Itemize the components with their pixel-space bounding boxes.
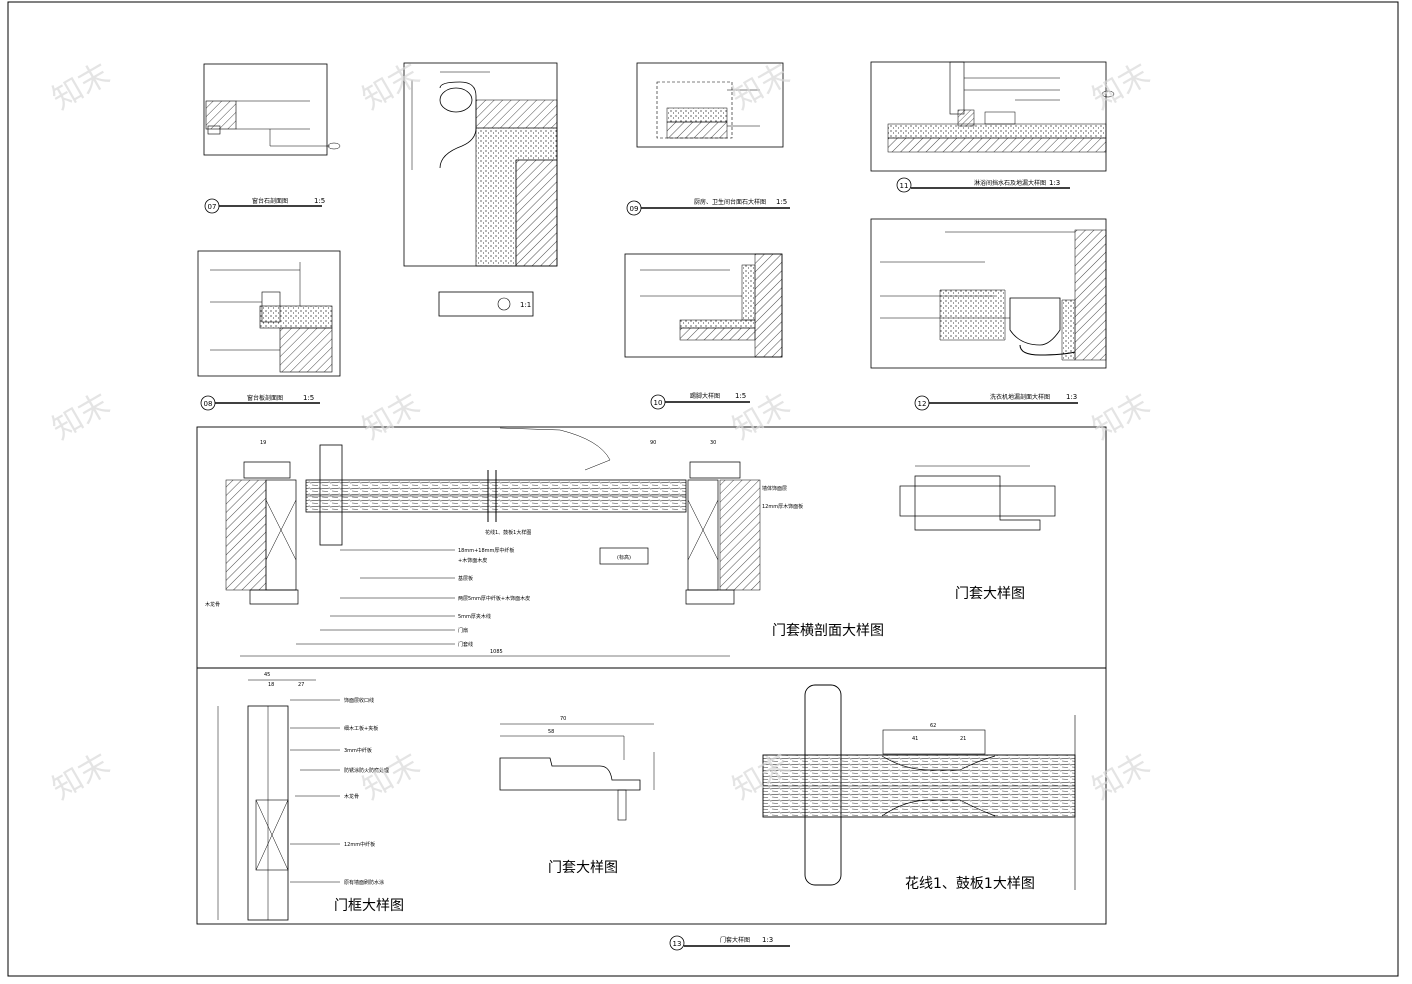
detail-number: 09 — [630, 205, 639, 213]
door-frame-detail: 45 18 27 饰面层收口线 细木工板+夹板 3mm中纤板 防锈涂防火防腐处理… — [217, 672, 404, 921]
note-double-mdf: 两层5mm厚中纤板+木饰面木皮 — [458, 595, 530, 602]
detail-title: 窗台石剖面图 — [252, 197, 288, 205]
dim-62: 62 — [930, 723, 936, 729]
door-trim-detail-bottom: 70 58 门套大样图 — [499, 716, 655, 876]
note-wall-finish: 墙体饰面层 — [762, 485, 787, 492]
watermark: 知末 — [47, 387, 116, 447]
flower-line-detail: 62 41 21 花线1、鼓板1大样图 — [762, 684, 1076, 892]
note-treatment: 防锈涂防火防腐处理 — [344, 767, 389, 774]
detail-number: 08 — [204, 400, 213, 408]
note-keel: 木龙骨 — [205, 601, 220, 608]
detail-number: 10 — [654, 399, 663, 407]
watermark: 知末 — [357, 387, 426, 447]
dim-41: 41 — [912, 736, 918, 742]
watermark: 知末 — [47, 57, 116, 117]
dim-18: 18 — [268, 682, 274, 688]
detail-12: 12 洗衣机地漏剖面大样图 1:3 — [870, 218, 1107, 411]
detail-scale: 1:5 — [303, 394, 314, 402]
detail-number: 12 — [918, 400, 927, 408]
detail-title: 厨房、卫生间台面石大样图 — [694, 198, 766, 206]
note-door-leaf: 门扇 — [458, 627, 468, 634]
detail-07: 07 窗台石剖面图 1:5 — [203, 63, 341, 214]
sheet-border — [7, 1, 1399, 977]
note-veneer-board: 12mm厚木饰面板 — [762, 503, 803, 510]
watermark: 知末 — [1087, 747, 1156, 807]
watermark: 知末 — [1087, 57, 1156, 117]
detail-title: 洗衣机地漏剖面大样图 — [990, 393, 1050, 401]
dim-right: 90 — [650, 440, 656, 446]
detail-10: 10 踢脚大样图 1:5 — [624, 253, 783, 410]
detail-title: 窗台板剖面图 — [247, 394, 283, 402]
detail-09: 09 厨房、卫生间台面石大样图 1:5 — [626, 62, 790, 216]
interior-label: (标高) — [617, 554, 631, 561]
detail-title: 门套大样图 — [720, 936, 750, 944]
dim-total: 1085 — [490, 649, 503, 655]
note-trim-edge: 饰面层收口线 — [344, 697, 374, 704]
detail-number: 13 — [673, 940, 682, 948]
note-flower-line: 花线1、鼓板1大样图 — [485, 529, 531, 536]
dim-58: 58 — [548, 729, 554, 735]
watermark: 知末 — [357, 747, 426, 807]
detail-scale: 1:3 — [762, 936, 773, 944]
note-mdf-veneer: +木饰面木皮 — [458, 557, 487, 564]
watermark: 知末 — [47, 747, 116, 807]
note-mdf-panel: 18mm+18mm厚中纤板 — [458, 547, 514, 554]
detail-title: 淋浴间挡水石及地漏大样图 — [974, 179, 1046, 187]
watermark: 知末 — [727, 57, 796, 117]
note-12mm-mdf: 12mm中纤板 — [344, 841, 375, 848]
dim-27: 27 — [298, 682, 304, 688]
dim-45: 45 — [264, 672, 270, 678]
detail-scale: 1:5 — [735, 392, 746, 400]
door-section: (标高) 1085 19 90 30 18mm+18mm厚中纤板 +木饰面木皮 … — [205, 427, 884, 657]
door-section-title: 门套横剖面大样图 — [772, 623, 884, 639]
watermark: 知末 — [1087, 387, 1156, 447]
detail-scale: 1:5 — [776, 198, 787, 206]
note-door-trim: 门套线 — [458, 641, 473, 648]
note-3mm-mdf: 3mm中纤板 — [344, 747, 372, 754]
watermark: 知末 — [357, 57, 426, 117]
detail-center-profile: 1:1 — [403, 62, 558, 317]
dim-left: 19 — [260, 440, 266, 446]
detail-title: 踢脚大样图 — [690, 392, 720, 400]
dim-right-2: 30 — [710, 440, 716, 446]
note-blockboard: 细木工板+夹板 — [344, 725, 378, 732]
dim-70: 70 — [560, 716, 566, 722]
detail-scale: 1:3 — [1049, 179, 1060, 187]
flower-line-title: 花线1、鼓板1大样图 — [905, 876, 1035, 892]
note-wood-strip: 5mm厚夹木线 — [458, 613, 491, 620]
note-keel: 木龙骨 — [344, 793, 359, 800]
detail-11: 11 淋浴间挡水石及地漏大样图 1:3 — [870, 61, 1115, 193]
note-wall-waterproof: 原有墙面刷防水涂 — [344, 879, 384, 886]
note-base-board: 基层板 — [458, 575, 473, 582]
dim-21: 21 — [960, 736, 966, 742]
door-frame-title: 门框大样图 — [334, 898, 404, 914]
door-trim-title-bottom: 门套大样图 — [548, 860, 618, 876]
detail-scale: 1:1 — [520, 301, 531, 309]
detail-08: 08 窗台板剖面图 1:5 — [197, 250, 341, 411]
detail-13-label: 13 门套大样图 1:3 — [669, 935, 790, 951]
detail-13-frame — [196, 426, 1107, 925]
detail-scale: 1:5 — [314, 197, 325, 205]
door-trim-title-top: 门套大样图 — [955, 586, 1025, 602]
detail-scale: 1:3 — [1066, 393, 1077, 401]
detail-number: 07 — [208, 203, 217, 211]
detail-number: 11 — [900, 182, 909, 190]
door-trim-detail-top: 门套大样图 — [899, 465, 1056, 602]
watermarks: 知末 知末 知末 知末 知末 知末 知末 知末 知末 知末 知末 知末 — [47, 57, 1156, 807]
